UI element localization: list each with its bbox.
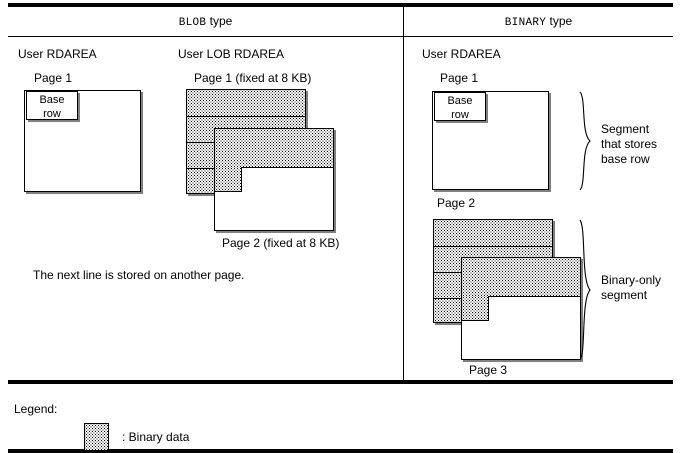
segment-divider bbox=[462, 320, 489, 321]
binary-base-row-box: Base row bbox=[434, 92, 486, 121]
binary-page3-label: Page 3 bbox=[469, 363, 508, 377]
blob-base-row-line1: Base bbox=[39, 94, 65, 106]
binary-page3-box bbox=[461, 257, 581, 360]
brace-base-line3: base row bbox=[601, 152, 650, 166]
bottom-border-rule bbox=[8, 449, 673, 453]
brace-binary-only-text: Binary-only segment bbox=[601, 273, 661, 303]
segment-divider bbox=[462, 296, 580, 297]
brace-base-line1: Segment bbox=[601, 122, 650, 136]
blob-base-row-box: Base row bbox=[26, 91, 78, 120]
segment-divider bbox=[215, 167, 333, 168]
binary-user-rdarea-label: User RDAREA bbox=[422, 47, 501, 61]
binary-type-suffix: type bbox=[546, 14, 573, 28]
segment-divider bbox=[187, 116, 305, 117]
brace-binary-line1: Binary-only bbox=[601, 273, 662, 287]
legend-binary-data-swatch bbox=[84, 423, 109, 451]
blob-next-line-note: The next line is stored on another page. bbox=[33, 268, 245, 282]
blob-lob-page2-box bbox=[214, 128, 334, 231]
blob-type-name: BLOB bbox=[178, 17, 207, 29]
blob-lob-page2-label: Page 2 (fixed at 8 KB) bbox=[222, 236, 340, 250]
segment-divider bbox=[434, 246, 552, 247]
brace-base-row-segment bbox=[578, 91, 592, 191]
column-divider bbox=[403, 3, 404, 380]
binary-base-row-line1: Base bbox=[447, 95, 473, 107]
blob-type-suffix: type bbox=[206, 14, 233, 28]
brace-base-line2: that stores bbox=[601, 137, 658, 151]
binary-page3-binary-fill-partial bbox=[462, 296, 489, 320]
brace-base-row-text: Segment that stores base row bbox=[601, 122, 657, 167]
binary-type-name: BINARY bbox=[504, 17, 547, 29]
body-bottom-rule bbox=[8, 380, 673, 384]
column-header-blob: BLOB type bbox=[8, 13, 403, 31]
blob-page1-label: Page 1 bbox=[34, 71, 73, 85]
blob-lob-page1-label: Page 1 (fixed at 8 KB) bbox=[194, 71, 312, 85]
binary-page3-binary-fill bbox=[462, 258, 580, 296]
binary-page1-label: Page 1 bbox=[440, 71, 479, 85]
top-border-rule bbox=[8, 3, 673, 7]
binary-page2-label: Page 2 bbox=[437, 196, 476, 210]
brace-binary-line2: segment bbox=[601, 288, 648, 302]
segment-divider bbox=[215, 191, 242, 192]
binary-base-row-line2: row bbox=[451, 109, 469, 121]
brace-binary-only-segment bbox=[578, 219, 592, 361]
blob-base-row-line2: row bbox=[43, 108, 61, 120]
blob-user-rdarea-label: User RDAREA bbox=[18, 47, 97, 61]
blob-lob-page2-binary-fill bbox=[215, 129, 333, 167]
column-header-binary: BINARY type bbox=[404, 13, 673, 31]
header-divider-rule bbox=[8, 36, 673, 37]
legend-binary-data-label: : Binary data bbox=[122, 430, 190, 444]
blob-user-lob-rdarea-label: User LOB RDAREA bbox=[178, 47, 285, 61]
legend-title: Legend: bbox=[14, 402, 58, 416]
blob-lob-page2-binary-fill-partial bbox=[215, 167, 242, 191]
